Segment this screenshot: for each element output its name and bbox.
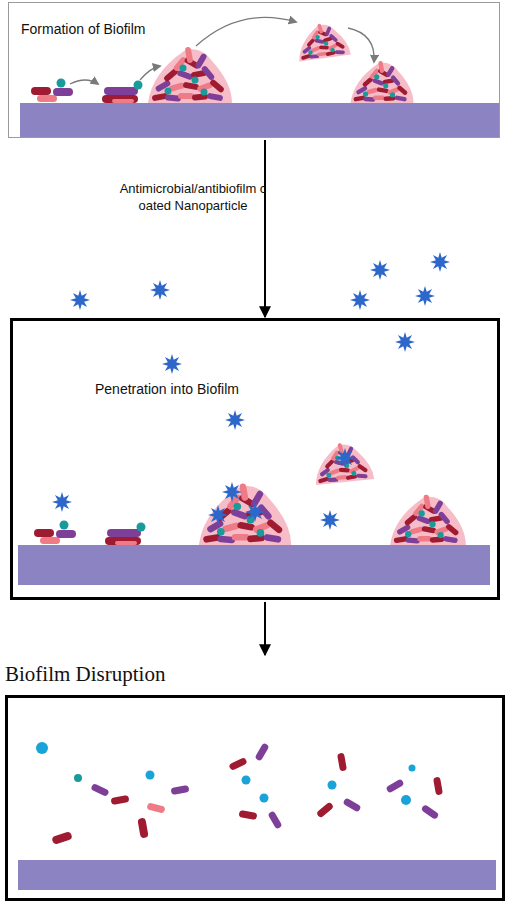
panel: Formation of Biofilm — [8, 2, 500, 138]
nanoparticle-star — [70, 290, 90, 310]
detached-cluster — [294, 20, 350, 62]
bacterium — [342, 797, 361, 812]
nanoparticle-star — [162, 354, 182, 374]
nanoparticle-star — [52, 492, 72, 512]
nanoparticle-star — [350, 290, 370, 310]
panel-title: Penetration into Biofilm — [95, 381, 239, 397]
detached-cluster — [312, 440, 375, 485]
biofilm-cluster — [390, 494, 466, 545]
nanoparticle-star — [208, 505, 228, 525]
released-particle — [328, 781, 337, 790]
released-particle — [401, 795, 411, 805]
process-arrow — [348, 28, 374, 62]
bacterium — [228, 757, 247, 771]
process-arrow — [196, 17, 296, 46]
nanoparticle-star — [395, 332, 415, 352]
bacterium — [337, 753, 347, 772]
process-arrow — [140, 66, 160, 80]
released-particle — [242, 776, 251, 785]
flow-arrow — [264, 602, 266, 655]
bacterium — [90, 783, 109, 797]
process-arrow — [70, 80, 98, 84]
bacterium — [146, 802, 165, 813]
bacterium — [433, 777, 443, 796]
bacterium — [111, 795, 130, 805]
bacterium — [267, 810, 282, 829]
bacterium — [239, 810, 258, 820]
panel-title: Formation of Biofilm — [21, 21, 145, 37]
bacterium — [316, 802, 334, 819]
substrate-surface — [18, 545, 490, 585]
nanoparticle-star — [150, 280, 170, 300]
substrate-surface — [20, 103, 500, 137]
substrate-surface — [18, 860, 496, 890]
panel-frame — [7, 697, 504, 900]
bacteria-group — [34, 521, 76, 545]
bacteria-group — [105, 523, 146, 546]
bacterium — [421, 804, 440, 820]
nanoparticle-star — [430, 252, 450, 272]
bacterium — [385, 778, 404, 793]
bacterium — [254, 742, 269, 761]
biofilm-cluster — [199, 483, 291, 545]
nanoparticle-star — [225, 410, 245, 430]
nanoparticle-star — [370, 260, 390, 280]
released-particle — [146, 771, 155, 780]
panel-title: Biofilm Disruption — [5, 662, 165, 687]
nanoparticle-star — [222, 482, 242, 502]
bacterium — [51, 831, 72, 845]
bacterium — [137, 817, 148, 838]
bacterium — [171, 785, 190, 795]
nanoparticle-star — [245, 502, 265, 522]
bacteria-group — [31, 79, 73, 103]
released-particle — [409, 765, 416, 772]
flow-arrow — [264, 140, 266, 317]
biofilm-cluster — [351, 61, 414, 103]
nanoparticle-star — [335, 448, 355, 468]
released-particle — [74, 774, 82, 782]
released-particle — [260, 794, 269, 803]
released-particle — [36, 742, 48, 754]
bacteria-group — [102, 81, 143, 104]
arrow-label: Antimicrobial/antibiofilm coated Nanopar… — [118, 180, 268, 214]
nanoparticle-star — [320, 510, 340, 530]
panel: Biofilm Disruption — [5, 656, 505, 696]
nanoparticle-star — [415, 286, 435, 306]
biofilm-cluster — [148, 47, 232, 103]
panel: Penetration into Biofilm — [10, 318, 500, 600]
